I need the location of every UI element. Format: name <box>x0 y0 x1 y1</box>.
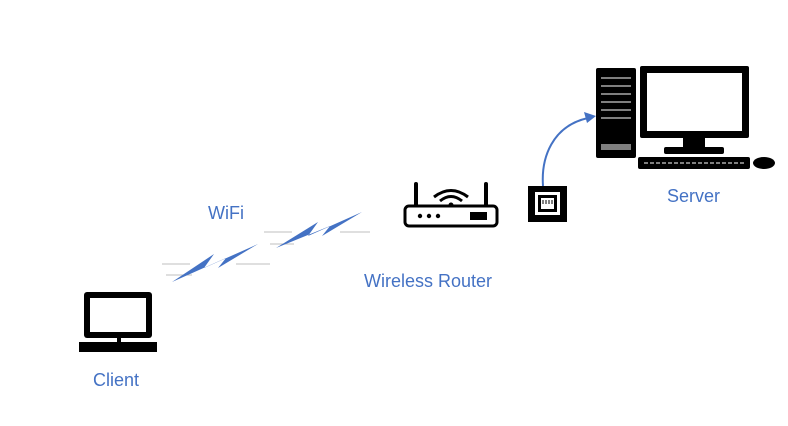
wireless-router-icon <box>403 182 499 228</box>
wifi-label: WiFi <box>208 203 244 223</box>
ethernet-port-icon <box>528 186 567 222</box>
router-label: Wireless Router <box>364 271 493 291</box>
client-label: Client <box>93 370 140 390</box>
wifi-signal-bolts <box>162 212 370 282</box>
connector-arrow <box>541 112 596 187</box>
server-label: Server <box>667 186 721 206</box>
laptop-icon <box>79 292 157 352</box>
desktop-computer-icon <box>596 66 775 169</box>
